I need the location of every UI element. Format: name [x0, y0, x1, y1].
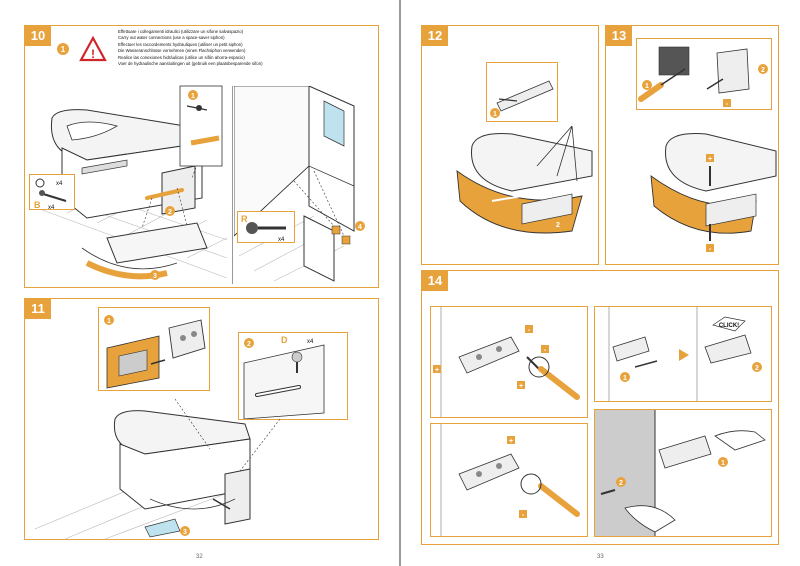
warning-triangle-icon: [79, 35, 107, 62]
minus-sign: -: [726, 101, 729, 108]
handle-illustration: 2 D x4: [243, 335, 325, 419]
hinge-adjust-illustration-b: + -: [440, 424, 580, 536]
step-11-number: 11: [25, 299, 51, 319]
right-page-number: 33: [597, 554, 604, 560]
hinge-inset: 1: [98, 307, 210, 391]
callout-4: 4: [358, 224, 362, 231]
callout-1: 1: [721, 460, 725, 467]
instruction-it: Effettuare i collegamenti idraulici (uti…: [118, 29, 244, 34]
screwdriver-adjust-illustration: 1 2 -: [638, 46, 768, 108]
plus-sign: +: [708, 156, 712, 163]
part-b-qty-2: x4: [48, 205, 55, 210]
step-10-panel: 10 1 ! Effettuare i collegamenti idrauli…: [24, 25, 379, 288]
instruction-fr: Effectuer les raccordements hydrauliques…: [118, 41, 243, 47]
step-12-number: 12: [422, 26, 448, 46]
hinge-click-illustration: 1 CLICK! 2: [608, 307, 762, 401]
step-14-panel: 14 + - + -: [421, 270, 779, 545]
adjust-inset: 1 2 -: [636, 38, 772, 110]
warning-callout: 1: [61, 45, 66, 54]
step-13-panel: 13 1 2 - + -: [605, 25, 779, 265]
minus-sign-2: -: [709, 246, 712, 253]
plus-sign-b1: +: [509, 438, 513, 445]
callout-1: 1: [645, 83, 649, 90]
slide-inset: 1: [486, 62, 558, 122]
callout-2: 2: [247, 341, 251, 348]
hinge-adjust-inset-b: + -: [430, 423, 588, 537]
minus-sign-a1: -: [528, 327, 531, 334]
click-text: CLICK!: [719, 323, 739, 329]
step-11-cabinet-illustration: 3: [35, 398, 281, 539]
hinge-release-inset: 1 2: [594, 409, 772, 537]
minus-sign-b1: -: [522, 512, 525, 519]
instruction-en: Carry out water connections (use a space…: [118, 35, 225, 41]
part-d-qty: x4: [307, 339, 314, 345]
hinge-click-inset: 1 CLICK! 2: [594, 306, 772, 402]
drawer-slide-illustration: 1: [490, 80, 554, 118]
left-page: 10 1 ! Effettuare i collegamenti idrauli…: [0, 0, 399, 566]
step-14-number: 14: [422, 271, 448, 291]
step-10-instructions: Effettuare i collegamenti idraulici (uti…: [118, 29, 263, 67]
warning-icons: 1 !: [57, 35, 107, 62]
plus-sign-a2: +: [519, 383, 523, 390]
knob-icon: [291, 351, 303, 363]
part-d-letter: D: [281, 335, 288, 345]
plus-sign-a1: +: [435, 367, 439, 374]
callout-2: 2: [168, 209, 172, 216]
callout-2: 2: [556, 222, 560, 229]
step-10-cabinet-illustration: 1 2 3: [36, 85, 228, 280]
callout-2: 2: [619, 480, 623, 487]
screwdriver-icon: [538, 483, 580, 517]
left-page-number: 32: [196, 554, 203, 560]
part-r-letter: R: [241, 214, 248, 224]
step-11-panel: 11 1 2 D x4: [24, 298, 379, 540]
hinge-adjust-illustration-a: + - + -: [433, 307, 580, 417]
part-r-inset: R x4: [237, 211, 295, 243]
instruction-nl: Voer de hydraulische aansluitingen uit (…: [118, 61, 263, 67]
callout-3: 3: [183, 529, 187, 536]
hinge-release-illustration: 1 2: [595, 410, 766, 536]
callout-1: 1: [107, 318, 111, 325]
arrow-right-icon: [679, 349, 689, 361]
step-12-drawer-illustration: 2: [456, 125, 593, 234]
handle-inset: 2 D x4: [238, 332, 348, 420]
callout-2: 2: [761, 67, 765, 74]
screw-icon: R x4: [241, 214, 286, 243]
step-10-number: 10: [25, 26, 51, 46]
step-10-divider: [232, 86, 233, 284]
callout-1: 1: [493, 111, 497, 118]
hinge-adjust-inset-a: + - + -: [430, 306, 588, 418]
minus-sign-a2: -: [544, 347, 547, 354]
instruction-de: Die Wasseranschlüsse vornehmen (einen Fl…: [118, 48, 246, 54]
right-page: 12 1 2 13: [401, 0, 800, 566]
svg-text:!: !: [91, 47, 95, 61]
screwdriver-icon: [638, 82, 664, 102]
step-13-number: 13: [606, 26, 632, 46]
step-13-drawer-illustration: + -: [650, 133, 777, 253]
hinge-cover-illustration: 1: [104, 315, 206, 389]
callout-1: 1: [623, 375, 627, 382]
callout-3: 3: [153, 273, 157, 280]
hand-icon: [714, 430, 766, 451]
part-b-qty-1: x4: [56, 181, 63, 187]
callout-1: 1: [191, 93, 195, 100]
book-spine: [399, 0, 401, 566]
part-b-inset: B x4 x4: [29, 174, 75, 210]
step-10-wall-illustration: 4: [234, 86, 365, 282]
part-r-qty: x4: [278, 237, 285, 243]
hand-icon-2: [624, 505, 676, 533]
instruction-es: Realice las conexiones hidráulicas (util…: [118, 54, 245, 60]
part-b-letter: B: [34, 200, 41, 210]
screw-washer-icon: B x4 x4: [34, 178, 67, 210]
callout-2: 2: [755, 365, 759, 372]
step-12-panel: 12 1 2: [421, 25, 599, 265]
